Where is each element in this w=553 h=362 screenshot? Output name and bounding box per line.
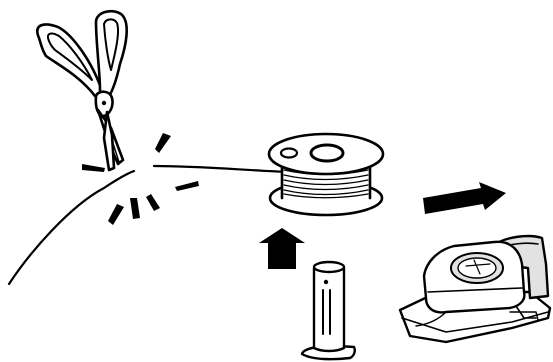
bobbin-winder-stopper-icon [400,236,550,342]
thread-line [9,166,288,284]
up-arrow-icon [259,228,305,269]
right-arrow-icon [423,182,506,214]
bobbin-icon [269,134,383,215]
scissors-icon [37,11,126,170]
snip-burst-icon [82,133,199,225]
winder-spindle-icon [302,262,355,359]
